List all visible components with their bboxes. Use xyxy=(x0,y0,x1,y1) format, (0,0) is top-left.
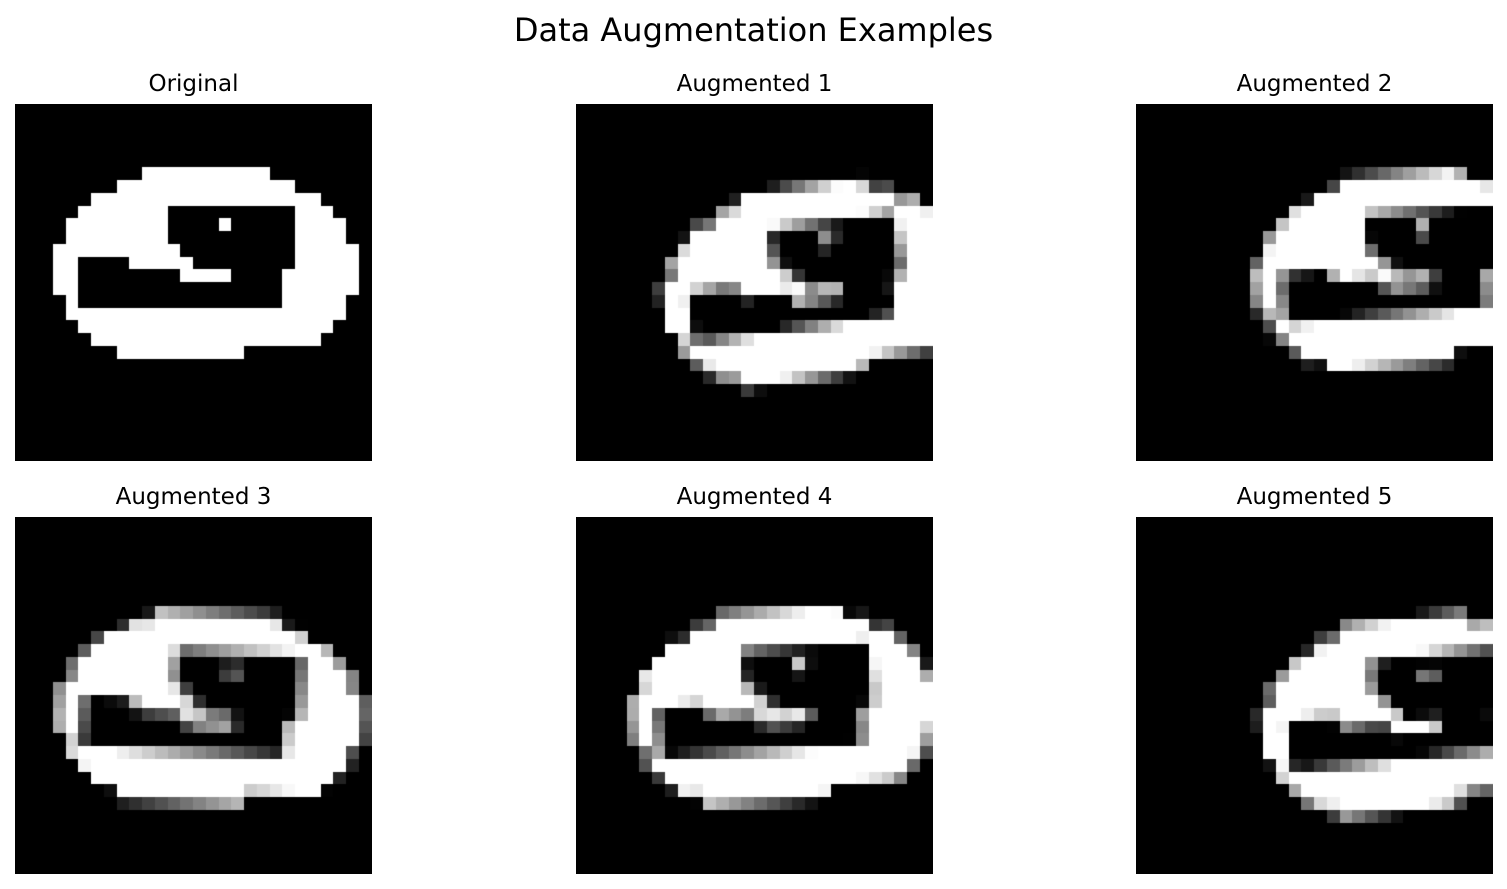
digit-image xyxy=(1136,517,1493,874)
digit-image xyxy=(576,104,933,461)
digit-image xyxy=(1136,104,1493,461)
panel-title: Augmented 2 xyxy=(1236,71,1393,97)
digit-image xyxy=(15,104,372,461)
panel-title: Original xyxy=(148,71,239,97)
panel-title: Augmented 4 xyxy=(676,484,833,510)
figure-title: Data Augmentation Examples xyxy=(513,11,994,49)
image-panel: Augmented 5 xyxy=(1136,481,1493,874)
image-panel: Original xyxy=(15,68,372,461)
panel-title: Augmented 3 xyxy=(115,484,272,510)
panel-title: Augmented 5 xyxy=(1236,484,1393,510)
image-panel: Augmented 4 xyxy=(576,481,933,874)
image-panel: Augmented 1 xyxy=(576,68,933,461)
panel-title: Augmented 1 xyxy=(676,71,833,97)
digit-image xyxy=(576,517,933,874)
digit-image xyxy=(15,517,372,874)
image-panel: Augmented 3 xyxy=(15,481,372,874)
image-panel: Augmented 2 xyxy=(1136,68,1493,461)
